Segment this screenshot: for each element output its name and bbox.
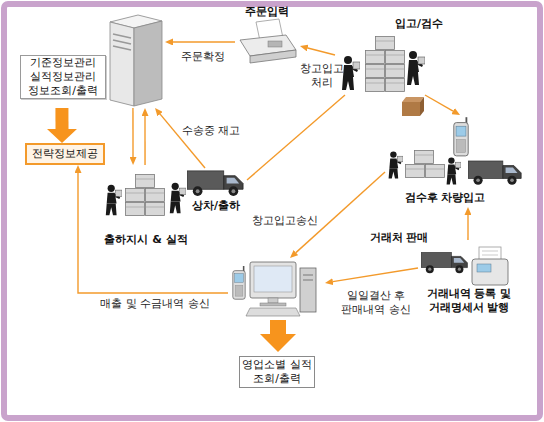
portable-printer — [472, 259, 508, 285]
edge-label: 창고입고 처리 — [298, 62, 346, 90]
server-bay — [113, 46, 131, 50]
crate — [386, 79, 405, 92]
flow-arrow — [425, 95, 453, 111]
node-label: 영업소별 실적 조회/출력 — [239, 356, 315, 388]
crate — [366, 51, 385, 64]
page-frame — [4, 4, 540, 418]
server-bay — [113, 34, 131, 38]
edge-label: 일일결산 후 판매내역 송신 — [333, 289, 419, 317]
order-entry-node: 주문입력 — [235, 4, 300, 62]
crate — [126, 189, 145, 202]
flow-arrow — [132, 108, 133, 157]
branch-terminal-node: 영업소별 실적 조회/출력 — [228, 258, 325, 390]
printer-display — [477, 264, 491, 272]
server-node: 기준정보관리 실적정보관리 정보조회/출력 — [18, 12, 165, 108]
edge-label: 창고입고송신 — [250, 214, 320, 228]
node-label: 주문입력 — [237, 5, 297, 19]
flow-arrow — [160, 114, 205, 168]
worker — [407, 51, 425, 85]
monitor — [250, 262, 296, 298]
order-terminal-illustration — [240, 19, 296, 63]
flow-arrow — [144, 116, 145, 165]
shipping-illustration — [106, 175, 186, 216]
crate — [426, 165, 445, 178]
fax-front — [250, 50, 296, 63]
edge-label: 매출 및 수금내역 송신 — [90, 297, 220, 311]
crate — [126, 203, 145, 216]
crate — [136, 175, 155, 188]
block-flow-arrow — [55, 108, 68, 129]
crate — [366, 79, 385, 92]
flow-arrow — [247, 95, 345, 180]
pc-drive — [303, 274, 313, 275]
crate — [376, 37, 395, 50]
node-label: 출하지시 & 실적 — [94, 233, 198, 247]
worker — [106, 185, 122, 216]
flow-arrow — [467, 215, 468, 240]
crate — [146, 189, 165, 202]
sales-illustration — [421, 247, 508, 285]
keyboard — [246, 308, 300, 316]
branch-pc-illustration — [233, 262, 316, 352]
flow-arrow — [173, 41, 235, 42]
edge-label: 주문확정 — [178, 50, 228, 64]
receiving-node: 입고/검수 — [335, 15, 445, 95]
handheld-scanner — [233, 266, 245, 299]
package-illustration — [402, 97, 424, 116]
server-bay — [113, 40, 131, 44]
fax-keypad — [268, 41, 282, 47]
pc-drive — [303, 279, 313, 280]
flow-arrow — [308, 48, 335, 55]
server-illustration — [110, 15, 162, 106]
crate — [415, 151, 434, 164]
flow-arrow — [333, 268, 418, 282]
package-front — [402, 102, 420, 116]
edge-label: 수송중 재고 — [182, 124, 244, 138]
flow-arrow — [78, 173, 228, 293]
node-label: 상차/출하 — [181, 199, 251, 213]
package-side — [420, 97, 424, 116]
inspection-node: 검수후 차량입고 — [385, 115, 525, 207]
receiving-illustration — [342, 37, 425, 92]
node-label: 기준정보관리 실적정보관리 정보조회/출력 — [20, 55, 106, 99]
crate — [386, 65, 405, 78]
monitor-screen — [254, 266, 292, 292]
handheld-scanner — [454, 117, 468, 156]
connector-group — [62, 42, 468, 293]
loading-truck — [187, 171, 243, 196]
sales-truck — [421, 252, 467, 273]
monitor-base — [260, 303, 286, 306]
strategy-box: 전략정보제공 — [25, 143, 105, 165]
node-label: 거래처 판매 — [362, 231, 436, 245]
pc-tower — [300, 268, 316, 312]
inspection-illustration — [389, 117, 522, 185]
node-label: 전략정보제공 — [27, 145, 103, 163]
worker — [447, 157, 461, 184]
node-label: 입고/검수 — [391, 17, 447, 31]
receipt-line — [482, 255, 498, 256]
receipt-line — [482, 251, 498, 252]
crate — [366, 65, 385, 78]
worker — [389, 151, 403, 178]
crate — [146, 203, 165, 216]
flow-arrow — [296, 172, 385, 253]
block-arrow — [260, 320, 296, 352]
loading-truck-node: 상차/출하 — [185, 168, 247, 212]
server-side — [134, 21, 162, 106]
monitor-stand — [268, 298, 278, 303]
delivery-truck — [468, 161, 521, 185]
customer-sales-node: 거래처 판매거래내역 등록 및 거래명세서 발행 — [418, 240, 520, 320]
crate — [406, 165, 425, 178]
crate — [386, 51, 405, 64]
node-label: 검수후 차량입고 — [393, 191, 497, 205]
worker — [342, 56, 360, 90]
server-front — [110, 22, 134, 106]
shipping-node: 출하지시 & 실적 — [98, 165, 194, 249]
worker — [170, 183, 186, 214]
node-label: 거래내역 등록 및 거래명세서 발행 — [418, 287, 520, 315]
